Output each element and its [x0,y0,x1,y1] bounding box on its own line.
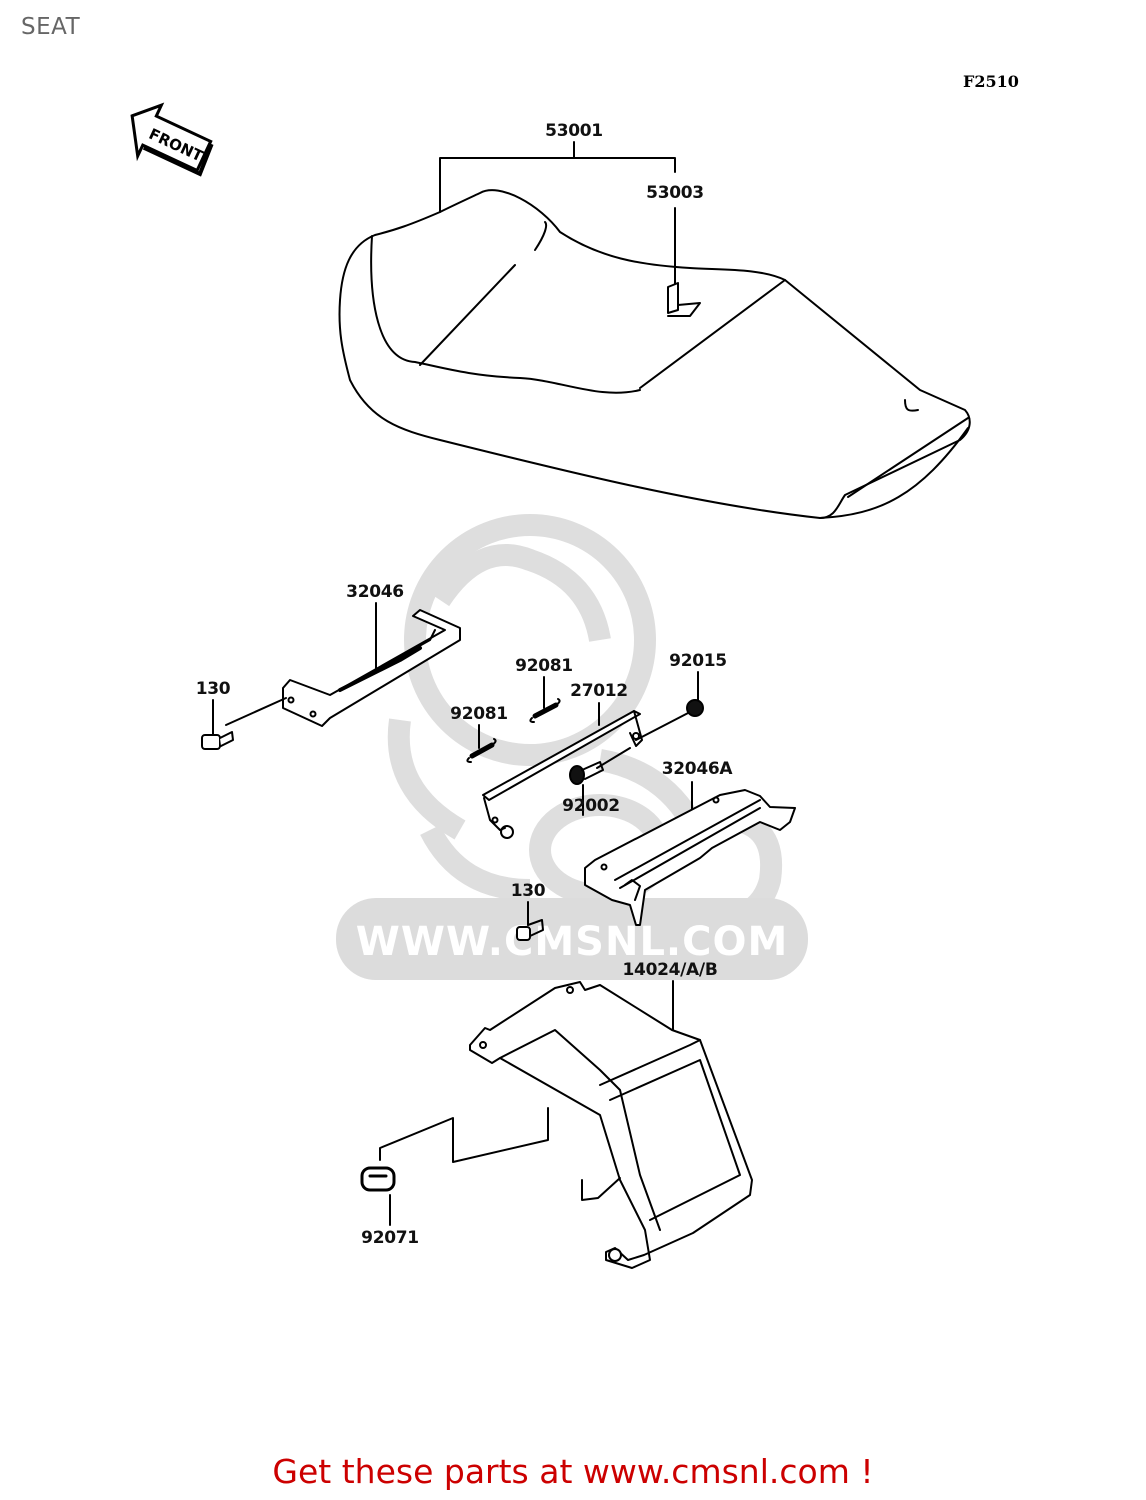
watermark-logo [387,514,783,931]
grommet-92071 [360,1166,396,1192]
part-label-14024[interactable]: 14024/A/B [622,960,718,980]
spring-92081-b [466,738,497,763]
bracket-32046A [584,789,796,926]
lock-rod-27012 [482,710,643,839]
figure-code: F2510 [963,72,1019,91]
spring-92081-a [529,698,561,723]
part-label-92081-a[interactable]: 92081 [515,656,573,676]
front-arrow-icon: FRONT [130,102,214,177]
nut-92015 [686,699,704,717]
cover-14024 [469,981,753,1269]
part-label-32046[interactable]: 32046 [346,582,404,602]
part-label-92015[interactable]: 92015 [669,651,727,671]
part-label-92071[interactable]: 92071 [361,1228,419,1248]
page-title: SEAT [21,14,81,40]
footer-cta-link[interactable]: Get these parts at www.cmsnl.com ! [272,1452,874,1491]
part-label-92081-b[interactable]: 92081 [450,704,508,724]
part-label-130-a[interactable]: 130 [195,679,231,699]
part-label-92002[interactable]: 92002 [562,796,620,816]
watermark-text: WWW.CMSNL.COM [356,919,789,965]
part-label-32046A[interactable]: 32046A [661,759,733,779]
bracket-32046 [282,609,461,727]
watermark-banner [336,898,808,980]
part-label-130-b[interactable]: 130 [510,881,546,901]
bolt-130-b [516,919,544,941]
bolt-130-a [201,731,234,750]
seat-hook-53003 [667,282,701,317]
part-label-27012[interactable]: 27012 [570,681,628,701]
seat-53001 [338,189,971,519]
bolt-92002 [569,761,604,785]
part-label-53001[interactable]: 53001 [545,121,603,141]
part-label-53003[interactable]: 53003 [646,183,704,203]
